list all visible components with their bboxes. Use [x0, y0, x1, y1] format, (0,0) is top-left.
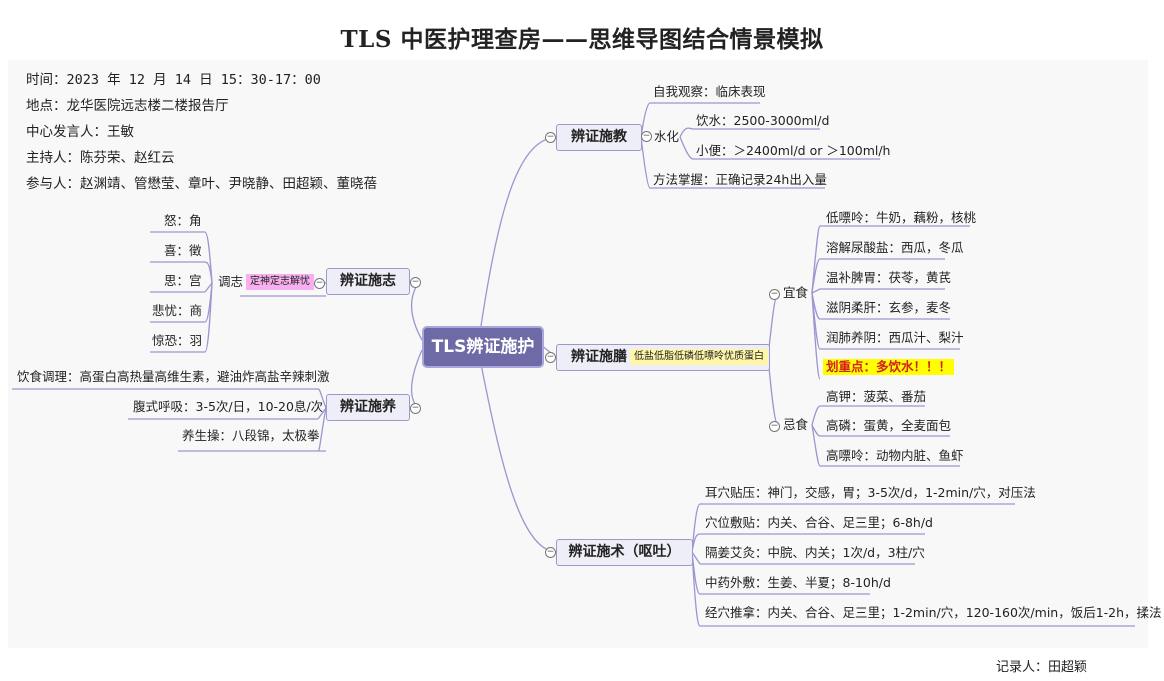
diet-suitable[interactable]: 宜食 [783, 285, 809, 300]
emotion-tune[interactable]: 调志 [218, 274, 244, 289]
technique-item[interactable]: 经穴推拿：内关、合谷、足三里；1-2min/穴，120-160次/min，饭后1… [705, 605, 1162, 620]
diet-suitable-item[interactable]: 滋阴柔肝：玄参，麦冬 [826, 300, 952, 315]
collapse-toggle-icon[interactable]: − [410, 277, 421, 288]
diet-label: 辨证施膳 [571, 349, 627, 365]
main-topic-technique[interactable]: 辨证施术（呕吐） [556, 539, 693, 566]
main-topic-edu[interactable]: 辨证施教 [556, 124, 642, 151]
emotion-item[interactable]: 喜：徵 [164, 243, 202, 258]
diet-avoid[interactable]: 忌食 [783, 417, 809, 432]
page-title: TLS 中医护理查房——思维导图结合情景模拟 [340, 26, 824, 53]
nurture-item[interactable]: 饮食调理：高蛋白高热量高维生素，避油炸高盐辛辣刺激 [17, 369, 330, 384]
collapse-toggle-icon[interactable]: − [545, 352, 556, 363]
technique-item[interactable]: 耳穴贴压：神门，交感，胃；3-5次/d，1-2min/穴，对压法 [705, 485, 1036, 500]
diet-avoid-item[interactable]: 高磷：蛋黄，全麦面包 [826, 418, 952, 433]
collapse-toggle-icon[interactable]: − [314, 278, 325, 289]
nurture-item[interactable]: 腹式呼吸：3-5次/日，10-20息/次 [133, 399, 324, 414]
central-topic[interactable]: TLS辨证施护 [422, 326, 544, 368]
edu-method[interactable]: 方法掌握：正确记录24h出入量 [653, 172, 827, 187]
info-place: 地点：龙华医院远志楼二楼报告厅 [26, 98, 229, 114]
diet-suitable-item[interactable]: 溶解尿酸盐：西瓜，冬瓜 [826, 240, 964, 255]
emotion-tune-tag: 定神定志解忧 [246, 274, 314, 290]
diet-avoid-item[interactable]: 高嘌呤：动物内脏、鱼虾 [826, 448, 964, 463]
edu-water-urine[interactable]: 小便：＞2400ml/d or ＞100ml/h [696, 143, 891, 158]
info-host: 主持人：陈芬荣、赵红云 [26, 150, 175, 166]
collapse-toggle-icon[interactable]: − [641, 131, 652, 142]
main-topic-nurture[interactable]: 辨证施养 [326, 394, 410, 421]
technique-item[interactable]: 中药外敷：生姜、半夏；8-10h/d [705, 575, 891, 590]
diet-highlight[interactable]: 划重点：多饮水！！！ [823, 359, 955, 375]
emotion-item[interactable]: 悲忧：商 [152, 303, 203, 318]
emotion-item[interactable]: 思：宫 [164, 273, 202, 288]
main-topic-emotion[interactable]: 辨证施志 [326, 268, 410, 295]
recorder: 记录人：田超颖 [996, 660, 1088, 675]
emotion-item[interactable]: 怒：角 [164, 213, 202, 228]
diet-suitable-item[interactable]: 润肺养阴：西瓜汁、梨汁 [826, 330, 964, 345]
nurture-item[interactable]: 养生操：八段锦，太极拳 [182, 428, 320, 443]
info-time: 时间：2023 年 12 月 14 日 15：30-17：00 [26, 72, 321, 88]
collapse-toggle-icon[interactable]: − [769, 289, 780, 300]
diet-tag: 低盐低脂低磷低嘌呤优质蛋白 [630, 349, 768, 365]
edu-water[interactable]: 水化 [654, 129, 680, 144]
info-participants: 参与人：赵渊靖、管懋莹、章叶、尹晓静、田超颖、董晓蓓 [26, 176, 377, 192]
edu-self-observation[interactable]: 自我观察：临床表现 [653, 84, 766, 99]
collapse-toggle-icon[interactable]: − [769, 421, 780, 432]
technique-item[interactable]: 隔姜艾灸：中脘、内关；1次/d，3柱/穴 [705, 545, 925, 560]
info-speaker: 中心发言人：王敏 [26, 124, 134, 140]
emotion-item[interactable]: 惊恐：羽 [152, 333, 203, 348]
collapse-toggle-icon[interactable]: − [545, 547, 556, 558]
collapse-toggle-icon[interactable]: − [545, 132, 556, 143]
diet-suitable-item[interactable]: 温补脾胃：茯苓，黄芪 [826, 270, 952, 285]
collapse-toggle-icon[interactable]: − [410, 403, 421, 414]
diet-avoid-item[interactable]: 高钾：菠菜、番茄 [826, 389, 927, 404]
diet-suitable-item[interactable]: 低嘌呤：牛奶，藕粉，核桃 [826, 210, 977, 225]
edu-water-drink[interactable]: 饮水：2500-3000ml/d [696, 113, 830, 128]
technique-item[interactable]: 穴位敷贴：内关、合谷、足三里；6-8h/d [705, 515, 933, 530]
